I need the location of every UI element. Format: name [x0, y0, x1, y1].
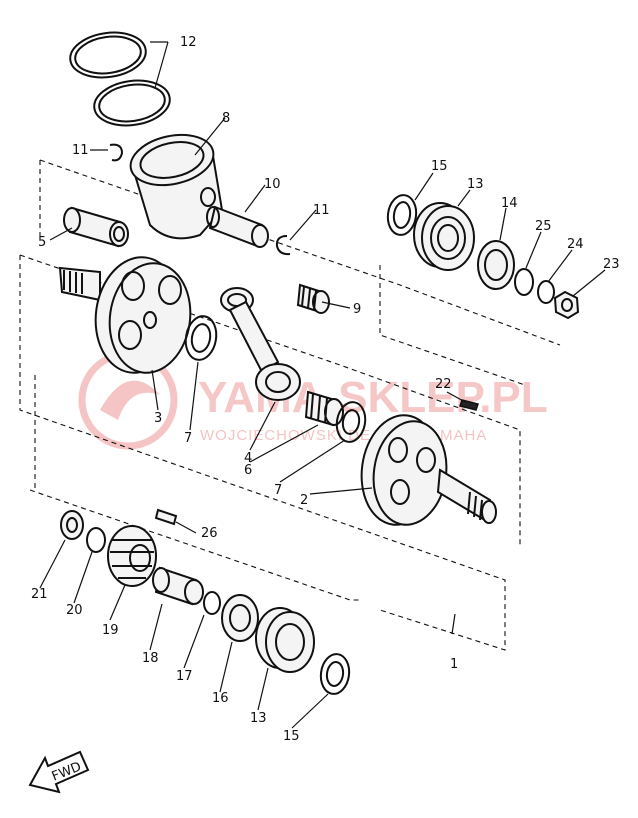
label-13-upper: 13 [467, 177, 484, 192]
lock-washer [537, 280, 555, 304]
gear-key [154, 508, 178, 526]
crank-nut [553, 290, 580, 320]
label-1: 1 [450, 657, 458, 672]
piston-ring-lower [93, 79, 171, 127]
label-22: 22 [435, 377, 452, 392]
label-4: 4 [244, 451, 252, 466]
leader-lines [39, 41, 606, 729]
woodruff-key [459, 399, 479, 411]
oil-seal-right [386, 194, 418, 236]
spacer-sleeve [152, 566, 204, 606]
oil-seal-left [60, 510, 84, 540]
o-ring [203, 591, 221, 615]
needle-bearing [477, 240, 515, 290]
label-21: 21 [31, 587, 48, 602]
thrust-washer-right [335, 401, 367, 443]
label-2: 2 [300, 493, 308, 508]
label-18: 18 [142, 651, 159, 666]
label-15-lower: 15 [283, 729, 300, 744]
label-23: 23 [603, 257, 620, 272]
label-3: 3 [154, 411, 162, 426]
label-5: 5 [38, 235, 46, 250]
label-6: 6 [244, 463, 252, 478]
label-9: 9 [353, 302, 361, 317]
part-labels: 12 8 11 10 11 5 9 3 7 4 6 7 2 15 13 14 2… [31, 35, 620, 744]
piston-pin-clip-left [109, 143, 124, 162]
primary-drive-gear [107, 525, 157, 587]
label-14: 14 [501, 196, 518, 211]
label-15-upper: 15 [431, 159, 448, 174]
label-11-right: 11 [313, 203, 330, 218]
connecting-rod [220, 287, 301, 401]
label-20: 20 [66, 603, 83, 618]
bearing-sleeve [63, 206, 129, 248]
piston-pin [206, 205, 269, 248]
right-crank-wheel [360, 414, 497, 526]
label-11-left: 11 [72, 143, 89, 158]
label-7-right: 7 [274, 483, 282, 498]
oil-seal-16 [221, 594, 259, 642]
main-bearing-right [413, 202, 475, 271]
label-16: 16 [212, 691, 229, 706]
label-17: 17 [176, 669, 193, 684]
main-bearing-left [255, 607, 315, 673]
big-end-bearing [304, 390, 344, 427]
label-12: 12 [180, 35, 197, 50]
label-7-left: 7 [184, 431, 192, 446]
small-end-bearing [296, 283, 330, 314]
label-19: 19 [102, 623, 119, 638]
label-26: 26 [201, 526, 218, 541]
spacer-washer [514, 268, 534, 296]
oil-seal-15-lower [319, 653, 351, 695]
label-13-lower: 13 [250, 711, 267, 726]
label-8: 8 [222, 111, 230, 126]
label-10: 10 [264, 177, 281, 192]
label-25: 25 [535, 219, 552, 234]
label-24: 24 [567, 237, 584, 252]
forward-arrow-icon: FWD [28, 750, 90, 794]
left-crank-wheel [58, 256, 192, 374]
watermark-title: YAMA-SKLEP.PL [198, 373, 548, 422]
piston-pin-clip-right [275, 235, 291, 256]
washer-20 [86, 527, 106, 553]
piston-ring-upper [69, 31, 147, 79]
thrust-washer-left [184, 315, 218, 361]
piston [129, 133, 224, 240]
